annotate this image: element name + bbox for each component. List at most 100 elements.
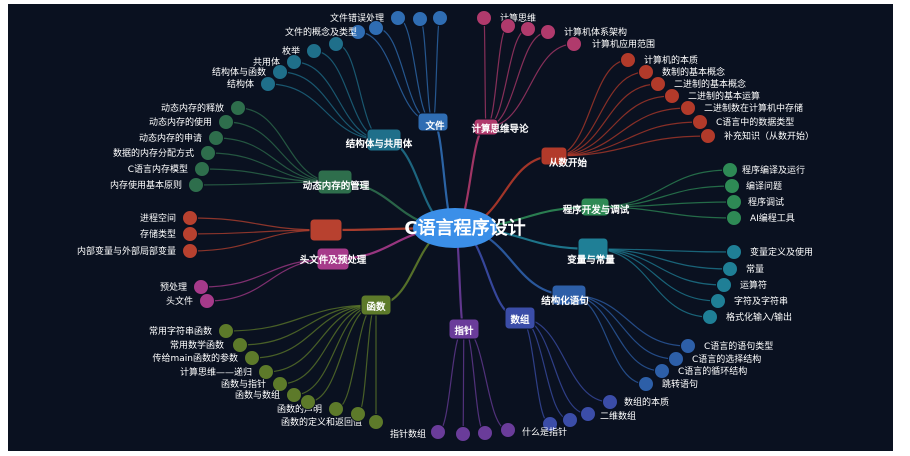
branch-label-stmt[interactable]: 结构化语句 xyxy=(540,295,589,307)
leaf-label[interactable]: 计算机应用范围 xyxy=(592,38,655,50)
leaf-label[interactable]: C语言内存模型 xyxy=(128,163,188,175)
leaf-label[interactable]: 补充知识（从数开始） xyxy=(724,130,814,142)
leaf-label[interactable]: 存储类型 xyxy=(140,228,176,240)
leaf-dot[interactable] xyxy=(182,243,198,259)
center-label[interactable]: C语言程序设计 xyxy=(404,217,525,239)
leaf-label[interactable]: 传给main函数的参数 xyxy=(153,352,239,364)
leaf-dot[interactable] xyxy=(620,52,636,68)
leaf-dot[interactable] xyxy=(602,394,618,410)
leaf-dot[interactable] xyxy=(218,323,234,339)
leaf-label[interactable]: 程序编译及运行 xyxy=(742,164,805,176)
center-node[interactable] xyxy=(413,208,497,248)
leaf-label[interactable]: 预处理 xyxy=(160,281,187,293)
branch-node-var[interactable] xyxy=(577,237,609,261)
leaf-dot[interactable] xyxy=(664,88,680,104)
leaf-dot[interactable] xyxy=(716,277,732,293)
leaf-label[interactable]: 计算机体系架构 xyxy=(564,26,627,38)
leaf-dot[interactable] xyxy=(722,261,738,277)
leaf-dot[interactable] xyxy=(244,350,260,366)
leaf-dot[interactable] xyxy=(390,10,406,26)
leaf-label[interactable]: 文件错误处理 xyxy=(330,12,384,24)
leaf-label[interactable]: 数制的基本概念 xyxy=(662,66,725,78)
leaf-dot[interactable] xyxy=(455,426,471,442)
branch-label-dev[interactable]: 程序开发与调试 xyxy=(563,204,630,216)
leaf-label[interactable]: 动态内存的使用 xyxy=(149,116,212,128)
branch-node-func[interactable] xyxy=(360,294,392,316)
leaf-label[interactable]: C语言的语句类型 xyxy=(704,340,773,352)
leaf-dot[interactable] xyxy=(680,338,696,354)
branch-node-struct[interactable] xyxy=(366,128,402,152)
leaf-label[interactable]: C语言中的数据类型 xyxy=(716,116,794,128)
leaf-dot[interactable] xyxy=(540,24,556,40)
branch-node-proc[interactable] xyxy=(309,218,343,242)
leaf-label[interactable]: 数组的本质 xyxy=(624,396,669,408)
leaf-dot[interactable] xyxy=(726,210,742,226)
leaf-label[interactable]: 结构体与函数 xyxy=(212,66,266,78)
leaf-dot[interactable] xyxy=(562,412,578,428)
leaf-dot[interactable] xyxy=(328,36,344,52)
leaf-dot[interactable] xyxy=(476,10,492,26)
leaf-label[interactable]: 函数与数组 xyxy=(235,389,280,401)
branch-label-ptr[interactable]: 指针 xyxy=(454,325,474,337)
leaf-dot[interactable] xyxy=(726,194,742,210)
leaf-label[interactable]: 常用数学函数 xyxy=(170,339,224,351)
leaf-dot[interactable] xyxy=(500,18,516,34)
leaf-dot[interactable] xyxy=(668,351,684,367)
leaf-dot[interactable] xyxy=(200,145,216,161)
leaf-dot[interactable] xyxy=(182,210,198,226)
branch-node-ct[interactable] xyxy=(473,118,499,136)
branch-label-start[interactable]: 从数开始 xyxy=(549,157,588,169)
leaf-dot[interactable] xyxy=(230,100,246,116)
leaf-dot[interactable] xyxy=(306,43,322,59)
leaf-dot[interactable] xyxy=(566,36,582,52)
leaf-dot[interactable] xyxy=(520,21,536,37)
branch-label-mem[interactable]: 动态内存的管理 xyxy=(303,180,370,192)
leaf-label[interactable]: 字符及字符串 xyxy=(734,295,788,307)
branch-label-var[interactable]: 变量与常量 xyxy=(567,254,615,266)
leaf-dot[interactable] xyxy=(638,376,654,392)
branch-node-dev[interactable] xyxy=(580,197,610,217)
leaf-dot[interactable] xyxy=(638,64,654,80)
leaf-dot[interactable] xyxy=(182,226,198,242)
leaf-label[interactable]: C语言的循环结构 xyxy=(678,365,747,377)
leaf-label[interactable]: 什么是指针 xyxy=(522,426,567,438)
leaf-dot[interactable] xyxy=(258,364,274,380)
branch-node-stmt[interactable] xyxy=(551,284,587,306)
leaf-label[interactable]: 动态内存的申请 xyxy=(139,132,202,144)
leaf-dot[interactable] xyxy=(580,406,596,422)
leaf-label[interactable]: 枚举 xyxy=(282,45,300,57)
leaf-dot[interactable] xyxy=(702,309,718,325)
leaf-label[interactable]: 格式化输入/输出 xyxy=(726,311,792,323)
leaf-dot[interactable] xyxy=(710,293,726,309)
leaf-dot[interactable] xyxy=(542,416,558,432)
leaf-dot[interactable] xyxy=(272,64,288,80)
leaf-dot[interactable] xyxy=(328,401,344,417)
leaf-label[interactable]: 二进制的基本运算 xyxy=(688,90,760,102)
leaf-dot[interactable] xyxy=(654,363,670,379)
leaf-label[interactable]: AI编程工具 xyxy=(750,212,795,224)
leaf-label[interactable]: 头文件 xyxy=(166,295,193,307)
leaf-dot[interactable] xyxy=(368,20,384,36)
leaf-label[interactable]: 常用字符串函数 xyxy=(149,325,212,337)
branch-label-func[interactable]: 函数 xyxy=(366,301,386,313)
leaf-dot[interactable] xyxy=(692,114,708,130)
leaf-dot[interactable] xyxy=(272,376,288,392)
leaf-dot[interactable] xyxy=(218,114,234,130)
leaf-dot[interactable] xyxy=(194,161,210,177)
leaf-dot[interactable] xyxy=(208,130,224,146)
branch-label-hdr[interactable]: 头文件及预处理 xyxy=(300,254,367,266)
leaf-dot[interactable] xyxy=(412,11,428,27)
leaf-dot[interactable] xyxy=(432,10,448,26)
leaf-dot[interactable] xyxy=(350,24,366,40)
leaf-label[interactable]: 运算符 xyxy=(740,279,767,291)
leaf-dot[interactable] xyxy=(188,177,204,193)
leaf-label[interactable]: 二维数组 xyxy=(600,410,636,422)
leaf-label[interactable]: 变量定义及使用 xyxy=(750,246,813,258)
branch-node-ptr[interactable] xyxy=(448,318,480,340)
leaf-label[interactable]: 数据的内存分配方式 xyxy=(113,147,194,159)
leaf-label[interactable]: C语言的选择结构 xyxy=(692,353,761,365)
leaf-dot[interactable] xyxy=(700,128,716,144)
leaf-dot[interactable] xyxy=(368,414,384,430)
leaf-label[interactable]: 二进制数在计算机中存储 xyxy=(704,102,803,114)
branch-label-arr[interactable]: 数组 xyxy=(509,314,530,326)
